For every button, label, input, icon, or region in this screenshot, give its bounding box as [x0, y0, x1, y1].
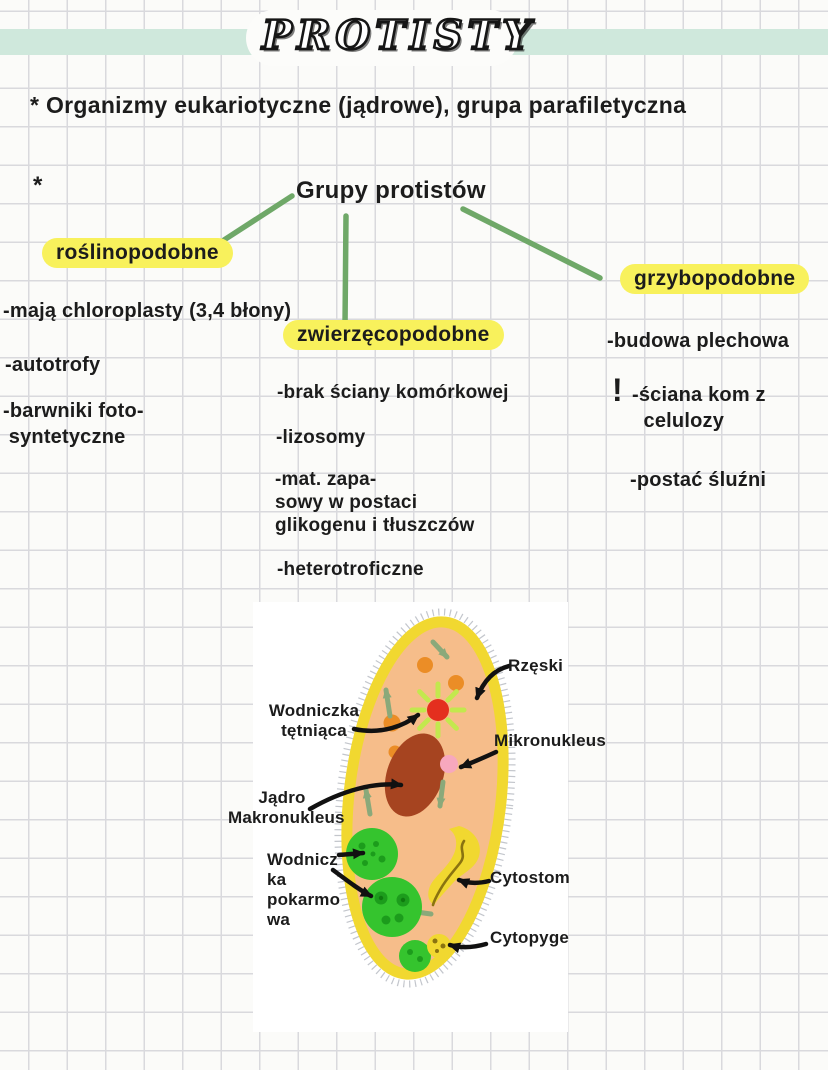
arrow-food-vacuole-1: [336, 848, 366, 860]
animallike-item-0: -brak ściany komórkowej: [277, 382, 509, 403]
tree-line-plantlike: [221, 193, 295, 243]
arrow-contractile-vacuole: [351, 712, 421, 734]
tree-line-funguslike: [460, 206, 603, 281]
group-title-plantlike: roślinopodobne: [42, 238, 233, 268]
arrow-cilia: [474, 663, 512, 701]
contractile-vacuole-rays: [409, 681, 467, 739]
plantlike-item-0: -mają chloroplasty (3,4 błony): [3, 300, 292, 322]
label-cytopyge: Cytopyge: [490, 928, 570, 947]
arrow-nucleus: [307, 778, 404, 812]
label-cytostome: Cytostom: [490, 868, 570, 887]
group-title-animallike: zwierzęcopodobne: [283, 320, 504, 350]
group-title-funguslike: grzybopodobne: [620, 264, 810, 294]
arrow-micronucleus: [458, 749, 499, 770]
macronucleus: [384, 733, 446, 817]
label-arrows: [307, 663, 512, 954]
cytopyge-pore: [427, 934, 451, 958]
paramecium-illustration: [307, 608, 516, 988]
arrow-food-vacuole-2: [330, 867, 374, 899]
cytostome-channel: [431, 839, 466, 907]
title-pill: [246, 10, 518, 66]
plantlike-item-1: -autotrofy: [5, 354, 101, 376]
cytostome-groove: [428, 826, 480, 905]
intro-line: * Organizmy eukariotyczne (jądrowe), gru…: [30, 92, 687, 118]
tree-line-animallike: [342, 213, 349, 329]
contractile-vacuole: [427, 699, 449, 721]
micronucleus: [440, 755, 458, 773]
arrow-cytostome: [456, 877, 492, 889]
funguslike-item-2: -postać śluźni: [630, 469, 767, 491]
paramecium-diagram: [253, 602, 568, 1032]
tree-root-label: Grupy protistów: [296, 177, 486, 204]
exclamation-mark: !: [612, 372, 623, 408]
tree-star-bullet: *: [33, 172, 43, 199]
animallike-item-2: -mat. zapa- sowy w postaci glikogenu i t…: [275, 469, 475, 536]
funguslike-item-1: -ściana kom z celulozy: [632, 384, 766, 432]
animallike-item-3: -heterotroficzne: [277, 559, 424, 580]
page-title: PROTISTY: [261, 11, 536, 61]
food-vacuoles: [346, 828, 431, 972]
label-cilia: Rzęski: [508, 656, 564, 675]
label-food-vacuole: Wodnicz ka pokarmo wa: [267, 850, 341, 929]
label-micronucleus: Mikronukleus: [494, 731, 606, 750]
plantlike-item-2: -barwniki foto- syntetyczne: [3, 400, 144, 448]
arrow-cytopyge: [447, 941, 489, 954]
animallike-item-1: -lizosomy: [276, 427, 366, 448]
funguslike-item-0: -budowa plechowa: [607, 330, 790, 352]
label-contractile-vacuole: Wodniczka tętniąca: [268, 701, 360, 740]
label-nucleus: Jądro Makronukleus: [228, 788, 345, 827]
